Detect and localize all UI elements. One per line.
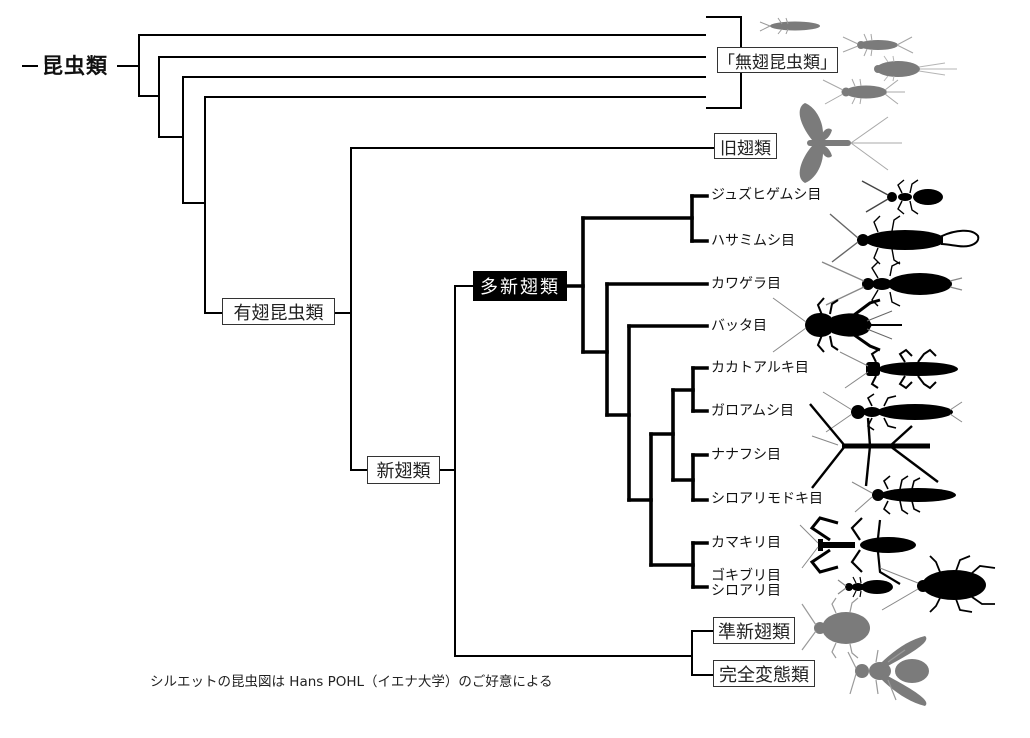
order-label-mantophasmatodea: カカトアルキ目 bbox=[711, 360, 809, 376]
order-label-zoraptera: ジュズヒゲムシ目 bbox=[711, 187, 822, 203]
group-box-polyneoptera: 多新翅類 bbox=[473, 271, 567, 301]
order-label-plecoptera: カワゲラ目 bbox=[711, 276, 781, 292]
cockroach-silhouette-icon bbox=[879, 555, 996, 613]
thin-branches bbox=[22, 16, 742, 676]
stonefly-silhouette-icon bbox=[821, 261, 963, 307]
termite-silhouette-icon bbox=[837, 576, 893, 598]
group-box-pterygota: 有翅昆虫類 bbox=[222, 298, 335, 325]
group-box-apterygota: 「無翅昆虫類」 bbox=[717, 47, 838, 73]
webspinner-silhouette-icon bbox=[851, 475, 956, 515]
firebrat-silhouette-icon bbox=[874, 55, 957, 82]
wasp-silhouette-icon bbox=[847, 636, 929, 706]
bristletail-silhouette-icon bbox=[759, 17, 820, 35]
order-label-embioptera: シロアリモドキ目 bbox=[711, 491, 823, 507]
order-label-blattodea: ゴキブリ目 bbox=[711, 568, 781, 584]
stick-insect-silhouette-icon bbox=[809, 403, 939, 489]
group-box-holometabola: 完全変態類 bbox=[713, 660, 815, 687]
group-box-paraneoptera: 準新翅類 bbox=[713, 617, 795, 644]
cricket-silhouette-icon bbox=[772, 297, 902, 353]
order-label-dermaptera: ハサミムシ目 bbox=[711, 233, 795, 249]
ice-crawler-silhouette-icon bbox=[822, 391, 963, 433]
credit-caption: シルエットの昆虫図は Hans POHL（イエナ大学）のご好意による bbox=[150, 674, 553, 690]
order-label-grylloblattodea: ガロアムシ目 bbox=[711, 403, 795, 419]
group-box-neoptera: 新翅類 bbox=[367, 456, 440, 484]
jumping-bristletail-silhouette-icon bbox=[822, 78, 905, 105]
angel-insect-silhouette-icon bbox=[861, 179, 943, 215]
earwig-silhouette-icon bbox=[829, 213, 980, 265]
thick-branches bbox=[565, 194, 709, 589]
group-box-palaeoptera: 旧翅類 bbox=[714, 133, 777, 159]
order-label-orthoptera: バッタ目 bbox=[711, 318, 767, 334]
mayfly-silhouette-icon bbox=[799, 103, 902, 183]
order-label-mantodea: カマキリ目 bbox=[711, 535, 781, 551]
mantis-silhouette-icon bbox=[799, 516, 916, 585]
silverfish-silhouette-icon bbox=[842, 33, 914, 57]
root-label-insecta: 昆虫類 bbox=[42, 54, 108, 78]
heel-walker-silhouette-icon bbox=[839, 348, 958, 390]
order-label-isoptera: シロアリ目 bbox=[711, 583, 781, 599]
order-label-phasmatodea: ナナフシ目 bbox=[711, 447, 781, 463]
true-bug-silhouette-icon bbox=[801, 597, 870, 659]
